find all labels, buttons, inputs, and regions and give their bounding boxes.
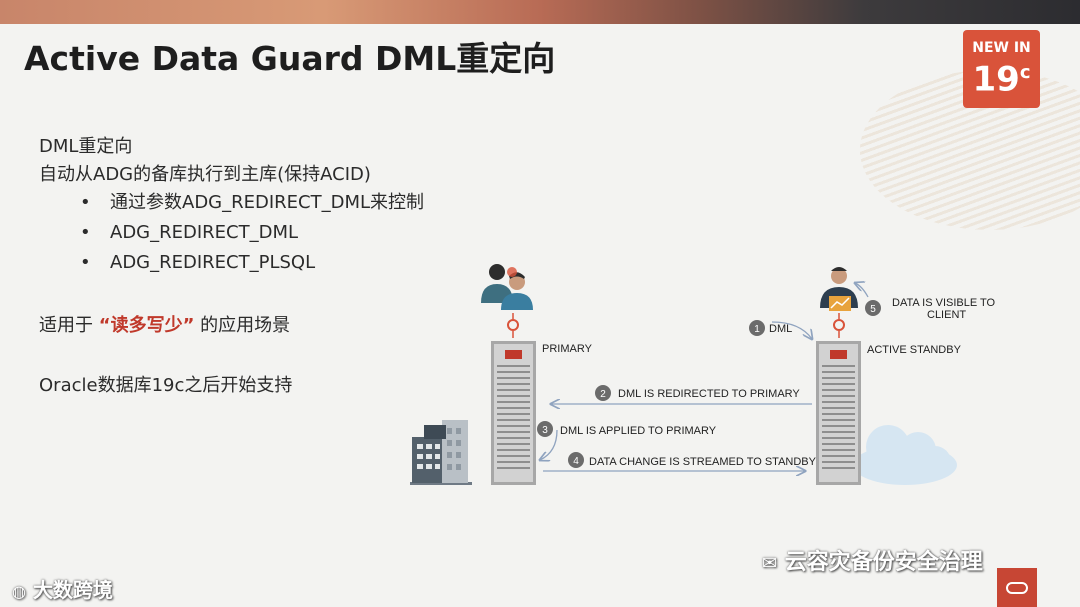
- step-3-number: 3: [542, 425, 548, 436]
- standby-label: ACTIVE STANDBY: [867, 344, 962, 356]
- bullet-item: ADG_REDIRECT_DML: [80, 218, 424, 248]
- client-user-icon: [820, 267, 858, 311]
- step-4-number: 4: [573, 456, 579, 467]
- badge-version: 19c: [963, 56, 1040, 96]
- arrow-dml-in: [771, 321, 812, 339]
- applies-line: 适用于 “读多写少” 的应用场景: [39, 311, 290, 337]
- building-icon: [410, 420, 472, 485]
- step-3-marker: [537, 421, 553, 437]
- top-decor-strip: [0, 0, 1080, 24]
- arrow-apply: [540, 429, 558, 460]
- content-line2: 自动从ADG的备库执行到主库(保持ACID): [39, 164, 371, 185]
- param-bullet-list: 通过参数ADG_REDIRECT_DML来控制 ADG_REDIRECT_DML…: [80, 188, 424, 278]
- watermark-right: ✉ 云容灾备份安全治理: [762, 544, 983, 576]
- step-2-marker: [595, 385, 611, 401]
- step-1-text: DML: [769, 323, 792, 335]
- badge-version-suffix: c: [1019, 62, 1031, 83]
- bullet-item: ADG_REDIRECT_PLSQL: [80, 248, 424, 278]
- step-2-number: 2: [600, 389, 606, 400]
- slide-title: Active Data Guard DML重定向: [24, 39, 556, 78]
- primary-server-icon: [491, 341, 536, 485]
- primary-label: PRIMARY: [542, 343, 593, 355]
- applies-suffix: 的应用场景: [200, 315, 291, 336]
- standby-gear-icon: [833, 313, 845, 338]
- wechat-icon: ✉: [762, 553, 778, 574]
- applies-highlight: “读多写少”: [98, 315, 195, 336]
- step-5-marker: [865, 300, 881, 316]
- step-5-text-line2: CLIENT: [927, 309, 966, 321]
- watermark-right-text: 云容灾备份安全治理: [784, 550, 983, 575]
- step-1-marker: [749, 320, 765, 336]
- step-1-number: 1: [754, 324, 760, 335]
- bullet-item: 通过参数ADG_REDIRECT_DML来控制: [80, 188, 424, 218]
- watermark-left: ◍ 大数跨境: [12, 574, 113, 603]
- new-in-19c-badge: NEW IN 19c: [963, 30, 1040, 108]
- users-icon: [481, 264, 533, 310]
- standby-server-icon: [816, 341, 861, 485]
- cloud-icon: [853, 425, 957, 485]
- watermark-logo-icon: ◍: [12, 582, 26, 601]
- support-line: Oracle数据库19c之后开始支持: [39, 375, 293, 396]
- step-5-number: 5: [870, 304, 876, 315]
- oracle-logo-icon: [997, 568, 1037, 607]
- step-3-text: DML IS APPLIED TO PRIMARY: [560, 425, 717, 437]
- badge-line1: NEW IN: [972, 40, 1031, 56]
- watermark-left-text: 大数跨境: [32, 578, 113, 602]
- content-line1: DML重定向: [39, 136, 133, 157]
- applies-prefix: 适用于: [39, 315, 93, 336]
- badge-version-number: 19: [972, 59, 1020, 100]
- step-4-marker: [568, 452, 584, 468]
- step-2-text: DML IS REDIRECTED TO PRIMARY: [618, 388, 800, 400]
- arrow-visible: [855, 283, 869, 298]
- connection-gear-icon: [507, 313, 519, 338]
- step-5-text-line1: DATA IS VISIBLE TO: [892, 297, 996, 309]
- step-4-text: DATA CHANGE IS STREAMED TO STANDBY: [589, 456, 817, 468]
